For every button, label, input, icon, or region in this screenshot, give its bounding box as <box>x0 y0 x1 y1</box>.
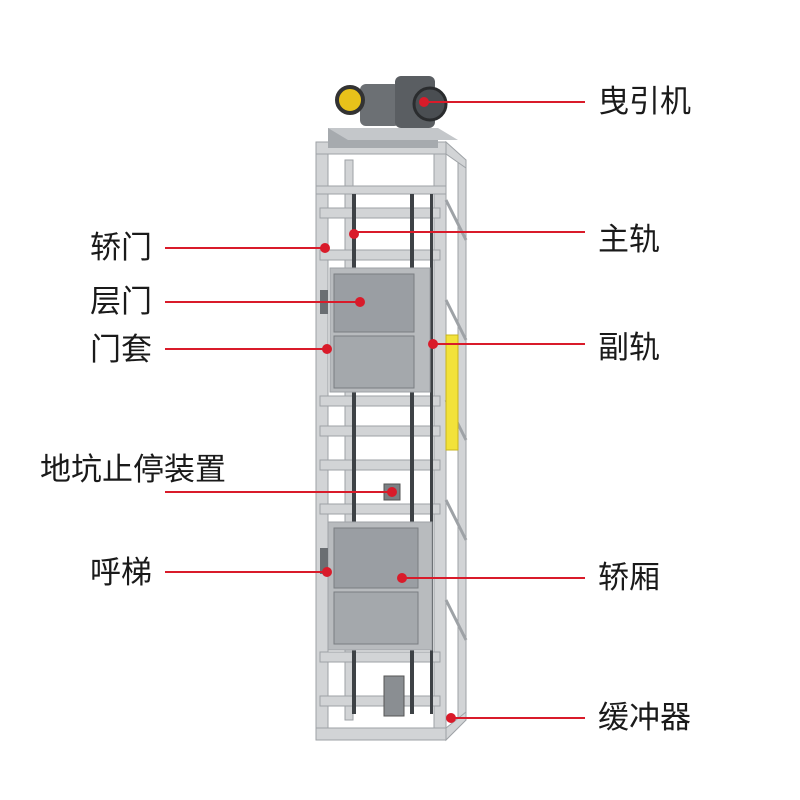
beam <box>319 651 441 663</box>
dot-door-frame <box>322 344 332 354</box>
car-assembly <box>320 521 433 651</box>
motor-body <box>360 84 400 126</box>
leader-lines <box>165 97 585 723</box>
beam <box>319 695 441 707</box>
label-car-door: 轿门 <box>90 230 152 266</box>
beam <box>315 185 447 195</box>
traction-machine <box>328 76 458 148</box>
car-panel-bottom <box>333 591 419 645</box>
counterweight-strip <box>445 334 459 451</box>
label-aux-rail: 副轨 <box>598 330 660 366</box>
front-left-post <box>315 141 329 741</box>
dot-aux-rail <box>428 339 438 349</box>
dot-landing-door <box>355 297 365 307</box>
beam <box>319 425 441 437</box>
dot-pit-stop-device <box>387 487 397 497</box>
guide-rails <box>352 194 433 714</box>
dot-main-rail <box>349 229 359 239</box>
label-main-rail: 主轨 <box>598 222 660 258</box>
side-brace <box>444 499 468 541</box>
label-traction-machine: 曳引机 <box>598 84 691 120</box>
dot-car <box>397 573 407 583</box>
machine-base-top <box>328 128 458 140</box>
label-car: 轿厢 <box>598 560 660 596</box>
side-brace <box>444 599 468 641</box>
brake-pulley <box>335 85 365 115</box>
main-rail-left <box>352 194 356 714</box>
label-door-frame: 门套 <box>90 332 152 368</box>
label-landing-door: 层门 <box>90 284 152 320</box>
dot-traction-machine <box>419 97 429 107</box>
label-buffer: 缓冲器 <box>598 700 691 736</box>
main-rail-right <box>410 194 414 714</box>
label-call-button: 呼梯 <box>90 555 152 591</box>
dot-car-door <box>320 243 330 253</box>
dot-call-button <box>322 567 332 577</box>
beam <box>319 249 441 261</box>
side-brace <box>444 299 468 341</box>
beam <box>319 503 441 515</box>
bottom-beam <box>315 727 447 741</box>
side-brace <box>444 199 468 241</box>
beam <box>319 459 441 471</box>
traction-sheave <box>412 86 448 122</box>
upper-door-panel-bottom <box>333 335 415 389</box>
top-side-beam <box>445 140 467 169</box>
beam <box>319 207 441 219</box>
aux-rail-line <box>430 194 433 714</box>
lower-call-panel <box>320 548 328 574</box>
buffer-unit <box>383 675 405 717</box>
dot-buffer <box>446 713 456 723</box>
label-pit-stop-device: 地坑止停装置 <box>40 452 226 488</box>
beam <box>319 395 441 407</box>
landing-door-assembly <box>320 267 431 393</box>
